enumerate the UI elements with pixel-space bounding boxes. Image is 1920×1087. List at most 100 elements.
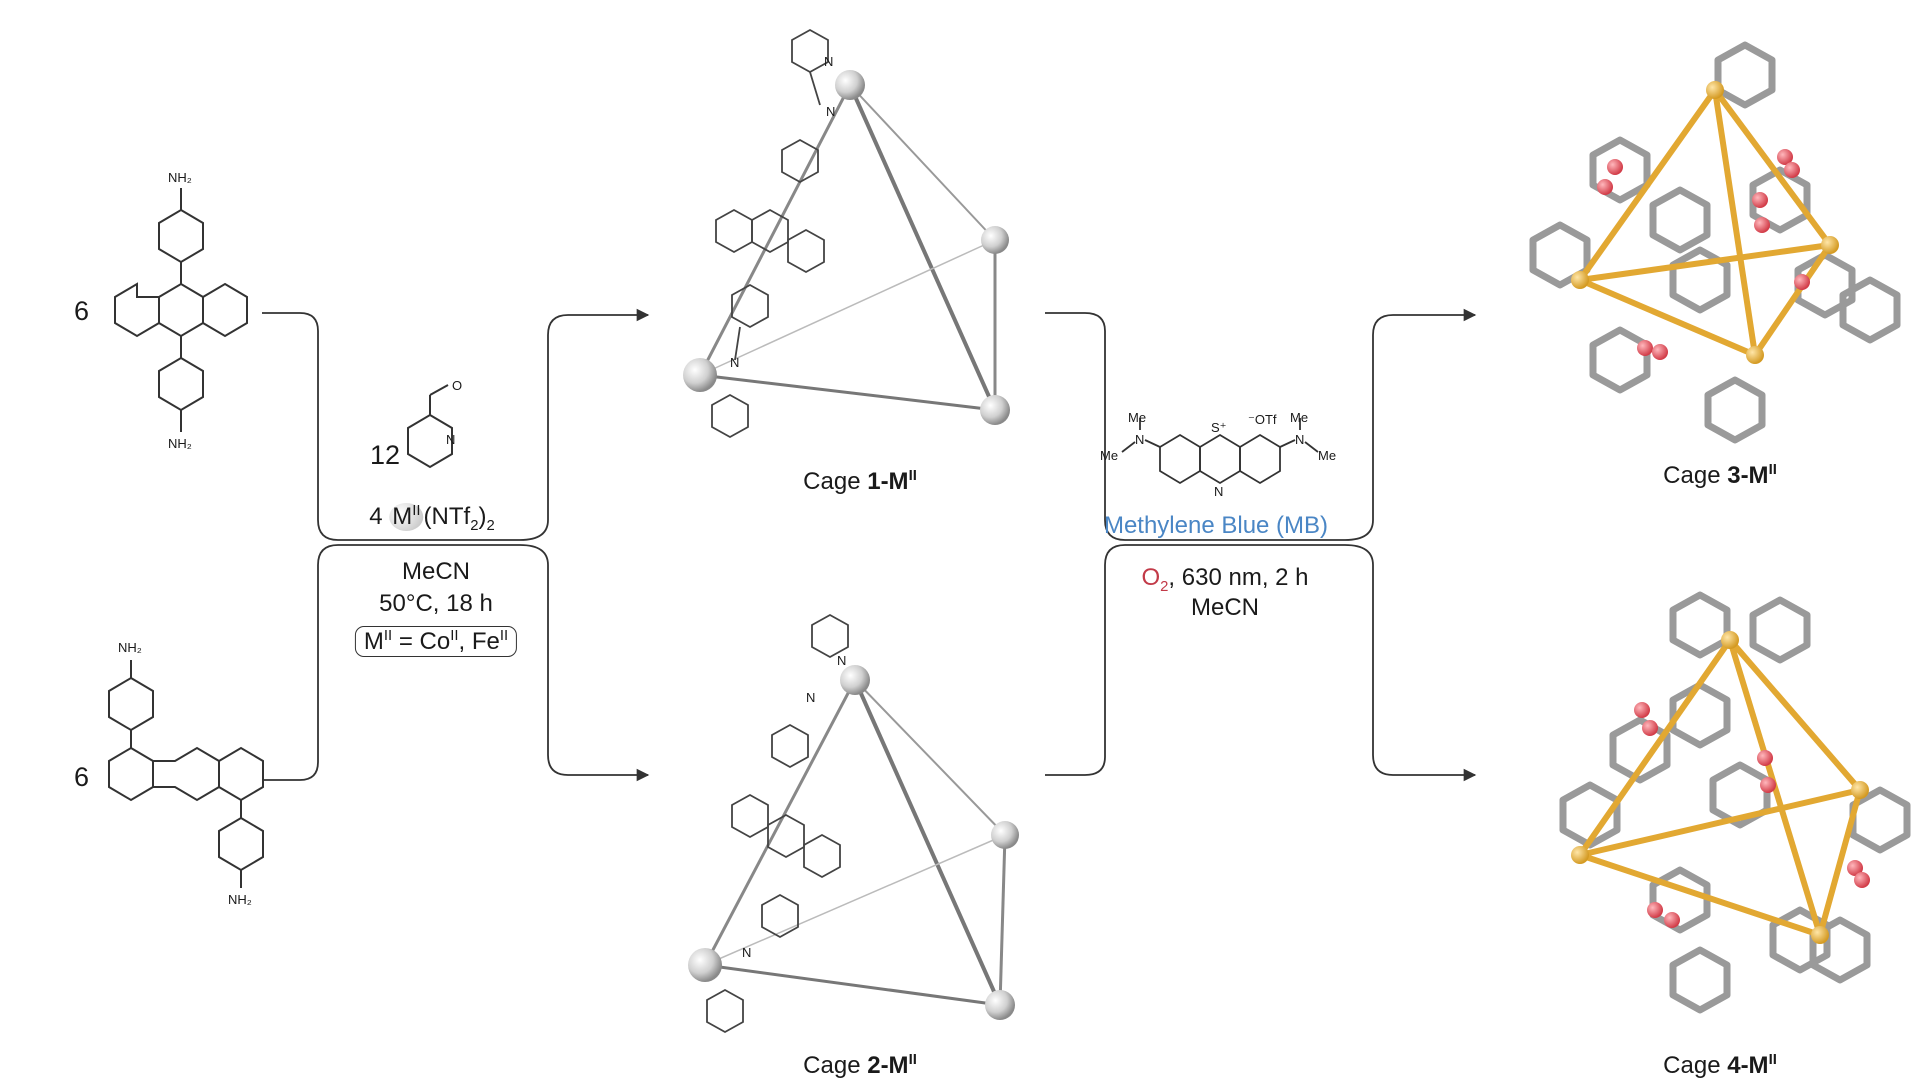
cage-1-n-atom: N bbox=[824, 54, 834, 69]
oxygen-atom bbox=[1634, 702, 1650, 718]
cage-1-sup: II bbox=[908, 468, 917, 484]
cage-2-vertex bbox=[840, 665, 870, 695]
reaction-arrows bbox=[262, 308, 1477, 782]
ligand-anthracene-9-10 bbox=[114, 188, 248, 432]
mb-methyl: Me bbox=[1290, 410, 1309, 425]
cage-3-label: Cage 3-MII bbox=[1663, 462, 1777, 490]
oxygen-atom bbox=[1794, 274, 1810, 290]
conditions-solvent: MeCN bbox=[401, 558, 471, 585]
cage-4-sup: II bbox=[1768, 1052, 1777, 1068]
oxygen-atom bbox=[1847, 860, 1863, 876]
cage-1-vertex bbox=[835, 70, 865, 100]
aldehyde-coefficient: 12 bbox=[370, 440, 401, 470]
oxygen-atom bbox=[1777, 149, 1793, 165]
metal-salt-label: 4 MII(NTf2)2 bbox=[369, 503, 495, 534]
mb-amine-n: N bbox=[1295, 432, 1305, 447]
md-m-sup: II bbox=[383, 628, 393, 644]
oxygen-atom bbox=[1652, 344, 1668, 360]
md-co: = Co bbox=[392, 628, 451, 655]
oxygen-atom bbox=[1642, 720, 1658, 736]
oxygen-atom bbox=[1757, 750, 1773, 766]
metal-salt-metal: MII bbox=[389, 503, 424, 531]
reactant-1-coefficient: 6 bbox=[74, 296, 90, 326]
methylene-blue-name: Methylene Blue (MB) bbox=[1103, 512, 1329, 539]
methylene-blue-structure bbox=[1121, 418, 1319, 485]
md-co-sup: II bbox=[450, 628, 459, 644]
cage-4-id: 4-M bbox=[1727, 1052, 1769, 1079]
oxygen-atom bbox=[1854, 872, 1870, 888]
oxygen-atom bbox=[1607, 159, 1623, 175]
md-fe-sup: II bbox=[499, 628, 509, 644]
cage-2-vertex bbox=[985, 990, 1015, 1020]
cage-2-n-atom: N bbox=[742, 945, 752, 960]
oxygen-atom bbox=[1752, 192, 1768, 208]
oxygen-atom bbox=[1754, 217, 1770, 233]
cage-2-sup: II bbox=[908, 1052, 917, 1068]
mb-amine-n: N bbox=[1135, 432, 1145, 447]
cage-3-prefix: Cage bbox=[1663, 462, 1728, 489]
metal-oxidation: II bbox=[412, 503, 421, 519]
cage-2-vertex bbox=[688, 948, 722, 982]
cage-4-prefix: Cage bbox=[1663, 1052, 1728, 1079]
md-fe: , Fe bbox=[458, 628, 500, 655]
oxygen-atom bbox=[1597, 179, 1613, 195]
pyridine-aldehyde bbox=[407, 384, 453, 469]
o2-sub: 2 bbox=[1160, 578, 1169, 595]
mb-methyl: Me bbox=[1100, 448, 1119, 463]
aldehyde-o-atom: O bbox=[452, 378, 463, 393]
cage-3-structure bbox=[1529, 41, 1901, 444]
metal-definition-box: MII = CoII, FeII bbox=[354, 626, 518, 657]
cage-1-tetrahedron bbox=[683, 28, 1010, 439]
cage-2-id: 2-M bbox=[867, 1052, 909, 1079]
conditions-2-rest: , 630 nm, 2 h bbox=[1168, 564, 1309, 591]
mb-sulfur: S⁺ bbox=[1211, 420, 1227, 435]
cage-2-prefix: Cage bbox=[803, 1052, 868, 1079]
cage-3-sup: II bbox=[1768, 462, 1777, 478]
cage-2-vertex bbox=[991, 821, 1019, 849]
cage-1-vertex bbox=[981, 226, 1009, 254]
metal-salt-coefficient: 4 bbox=[369, 503, 383, 530]
mb-counterion: ⁻OTf bbox=[1248, 412, 1277, 427]
oxygen-atom bbox=[1637, 340, 1653, 356]
anion-sub: 2 bbox=[470, 517, 479, 534]
metal-definition: MII = CoII, FeII bbox=[354, 626, 518, 657]
anion-close: ) bbox=[478, 503, 487, 530]
conditions-2-light: O2, 630 nm, 2 h bbox=[1141, 564, 1308, 595]
cage-2-tetrahedron bbox=[688, 613, 1019, 1034]
cage-2-n-atom: N bbox=[806, 690, 816, 705]
cage-3-id: 3-M bbox=[1727, 462, 1769, 489]
conditions-2-solvent: MeCN bbox=[1190, 594, 1260, 621]
o2-symbol: O bbox=[1141, 564, 1161, 591]
cage-4-structure bbox=[1559, 591, 1911, 1014]
oxygen-atom bbox=[1647, 902, 1663, 918]
anion-part: (NTf bbox=[423, 503, 471, 530]
anion-tail-sub: 2 bbox=[486, 517, 495, 534]
cage-1-n-atom: N bbox=[730, 355, 740, 370]
cage-2-n-atom: N bbox=[837, 653, 847, 668]
cage-1-prefix: Cage bbox=[803, 468, 868, 495]
cage-1-n-atom: N bbox=[826, 104, 836, 119]
amine-label: NH₂ bbox=[118, 640, 142, 655]
conditions-temp-time: 50°C, 18 h bbox=[379, 590, 493, 617]
cage-2-label: Cage 2-MII bbox=[803, 1052, 917, 1080]
oxygen-atom bbox=[1760, 777, 1776, 793]
cage-1-vertex bbox=[980, 395, 1010, 425]
cage-4-label: Cage 4-MII bbox=[1663, 1052, 1777, 1080]
reactant-2-coefficient: 6 bbox=[74, 762, 90, 792]
metal-symbol: M bbox=[392, 503, 413, 530]
cage-1-id: 1-M bbox=[867, 468, 909, 495]
oxygen-atom bbox=[1784, 162, 1800, 178]
amine-label: NH₂ bbox=[168, 436, 192, 451]
cage-1-vertex bbox=[683, 358, 717, 392]
md-m: M bbox=[363, 628, 384, 655]
amine-label: NH₂ bbox=[168, 170, 192, 185]
aldehyde-n-atom: N bbox=[446, 432, 456, 447]
amine-label: NH₂ bbox=[228, 892, 252, 907]
mb-methyl: Me bbox=[1128, 410, 1147, 425]
mb-methyl: Me bbox=[1318, 448, 1337, 463]
ligand-anthracene-1-5 bbox=[108, 660, 264, 888]
mb-ring-n: N bbox=[1214, 484, 1224, 499]
cage-1-label: Cage 1-MII bbox=[803, 468, 917, 496]
oxygen-atom bbox=[1664, 912, 1680, 928]
